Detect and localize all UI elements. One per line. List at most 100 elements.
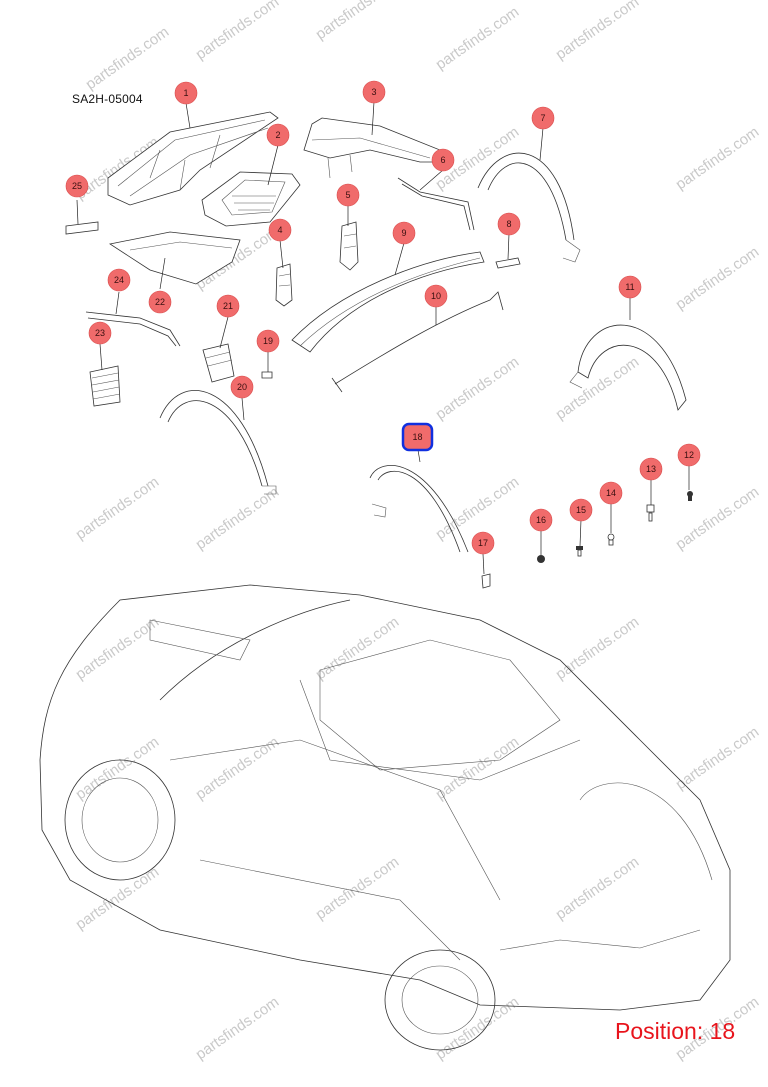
part-3-cowl-panel[interactable] (303, 117, 446, 179)
part-21-bracket[interactable] (202, 343, 235, 383)
part-6-side-rail[interactable] (397, 177, 475, 231)
watermark: partsfinds.com (673, 123, 763, 193)
svg-text:24: 24 (114, 275, 124, 285)
part-14-clip[interactable] (607, 533, 615, 546)
svg-text:11: 11 (625, 282, 634, 292)
watermark: partsfinds.com (673, 723, 763, 793)
watermark: partsfinds.com (193, 0, 283, 63)
callout-11[interactable]: 11 (618, 275, 642, 299)
callout-19[interactable]: 19 (256, 329, 280, 353)
watermark: partsfinds.com (313, 853, 403, 923)
part-17-clip[interactable] (481, 573, 491, 589)
callout-1[interactable]: 1 (174, 81, 198, 105)
svg-text:10: 10 (431, 291, 441, 301)
watermark: partsfinds.com (553, 353, 643, 423)
watermark: partsfinds.com (553, 853, 643, 923)
callout-5[interactable]: 5 (336, 183, 360, 207)
callout-23[interactable]: 23 (88, 321, 112, 345)
watermark: partsfinds.com (73, 863, 163, 933)
part-9-seal-strip[interactable] (291, 251, 485, 353)
svg-text:5: 5 (345, 190, 350, 200)
part-19-clip[interactable] (261, 371, 273, 379)
callout-24[interactable]: 24 (107, 268, 131, 292)
callout-22[interactable]: 22 (148, 290, 172, 314)
svg-text:13: 13 (646, 464, 656, 474)
part-13-clip[interactable] (646, 504, 655, 522)
svg-text:17: 17 (478, 538, 488, 548)
svg-text:21: 21 (223, 301, 233, 311)
callout-4[interactable]: 4 (268, 218, 292, 242)
watermark: partsfinds.com (73, 473, 163, 543)
callout-6[interactable]: 6 (431, 148, 455, 172)
callout-9[interactable]: 9 (392, 221, 416, 245)
callout-7[interactable]: 7 (531, 106, 555, 130)
callout-16[interactable]: 16 (529, 508, 553, 532)
leader-lines (76, 101, 690, 575)
callout-14[interactable]: 14 (599, 481, 623, 505)
watermark: partsfinds.com (673, 243, 763, 313)
watermark: partsfinds.com (313, 0, 403, 43)
part-23-grille-insert[interactable] (89, 365, 121, 407)
callout-8[interactable]: 8 (497, 212, 521, 236)
watermark: partsfinds.com (83, 23, 173, 93)
svg-text:20: 20 (237, 382, 247, 392)
vehicle-outline (39, 584, 731, 1051)
diagram-code: SA2H-05004 (72, 92, 143, 106)
svg-text:22: 22 (155, 297, 165, 307)
part-24-side-rail[interactable] (85, 311, 181, 347)
callout-12[interactable]: 12 (677, 443, 701, 467)
part-12-screw[interactable] (687, 491, 693, 501)
callout-20[interactable]: 20 (230, 375, 254, 399)
watermark: partsfinds.com (193, 733, 283, 803)
callout-17[interactable]: 17 (471, 531, 495, 555)
svg-text:12: 12 (684, 450, 694, 460)
svg-text:9: 9 (401, 228, 406, 238)
watermark: partsfinds.com (193, 993, 283, 1063)
part-5-bracket[interactable] (339, 221, 359, 271)
svg-text:15: 15 (576, 505, 586, 515)
part-10-weatherstrip[interactable] (331, 291, 504, 393)
part-18-wheel-arch-moulding[interactable] (369, 465, 469, 553)
part-2-storage-tray[interactable] (201, 171, 301, 227)
svg-text:16: 16 (536, 515, 546, 525)
svg-text:3: 3 (371, 87, 376, 97)
svg-text:4: 4 (277, 225, 282, 235)
callout-13[interactable]: 13 (639, 457, 663, 481)
part-1-hood-liner[interactable] (107, 111, 279, 206)
svg-text:2: 2 (275, 130, 280, 140)
callout-2[interactable]: 2 (266, 123, 290, 147)
watermark: partsfinds.com (433, 353, 523, 423)
part-11-wheel-arch-trim[interactable] (569, 324, 687, 411)
callout-21[interactable]: 21 (216, 294, 240, 318)
part-25-label-plate[interactable] (65, 221, 99, 235)
callout-15[interactable]: 15 (569, 498, 593, 522)
svg-text:25: 25 (72, 181, 82, 191)
part-8-clip[interactable] (495, 257, 521, 269)
callout-10[interactable]: 10 (424, 284, 448, 308)
svg-text:19: 19 (263, 336, 273, 346)
svg-text:8: 8 (506, 219, 511, 229)
watermark: partsfinds.com (553, 613, 643, 683)
watermark: partsfinds.com (313, 613, 403, 683)
position-label: Position: 18 (615, 1018, 736, 1044)
part-20-wheel-arch-trim[interactable] (159, 390, 277, 495)
part-4-bracket[interactable] (275, 263, 293, 307)
watermark: partsfinds.com (673, 483, 763, 553)
callout-18-selected[interactable]: 18 (401, 422, 434, 452)
part-22-undertray[interactable] (108, 231, 241, 285)
svg-text:1: 1 (183, 88, 188, 98)
watermark: partsfinds.com (73, 613, 163, 683)
part-15-clip[interactable] (576, 546, 583, 557)
callout-25[interactable]: 25 (65, 174, 89, 198)
part-16-nut[interactable] (537, 555, 545, 563)
svg-text:14: 14 (606, 488, 616, 498)
svg-text:18: 18 (412, 432, 422, 442)
svg-text:7: 7 (540, 113, 545, 123)
svg-text:23: 23 (95, 328, 105, 338)
callout-3[interactable]: 3 (362, 80, 386, 104)
svg-text:6: 6 (440, 155, 445, 165)
part-7-fender-liner[interactable] (477, 152, 581, 263)
watermark: partsfinds.com (433, 3, 523, 73)
watermark: partsfinds.com (553, 0, 643, 63)
